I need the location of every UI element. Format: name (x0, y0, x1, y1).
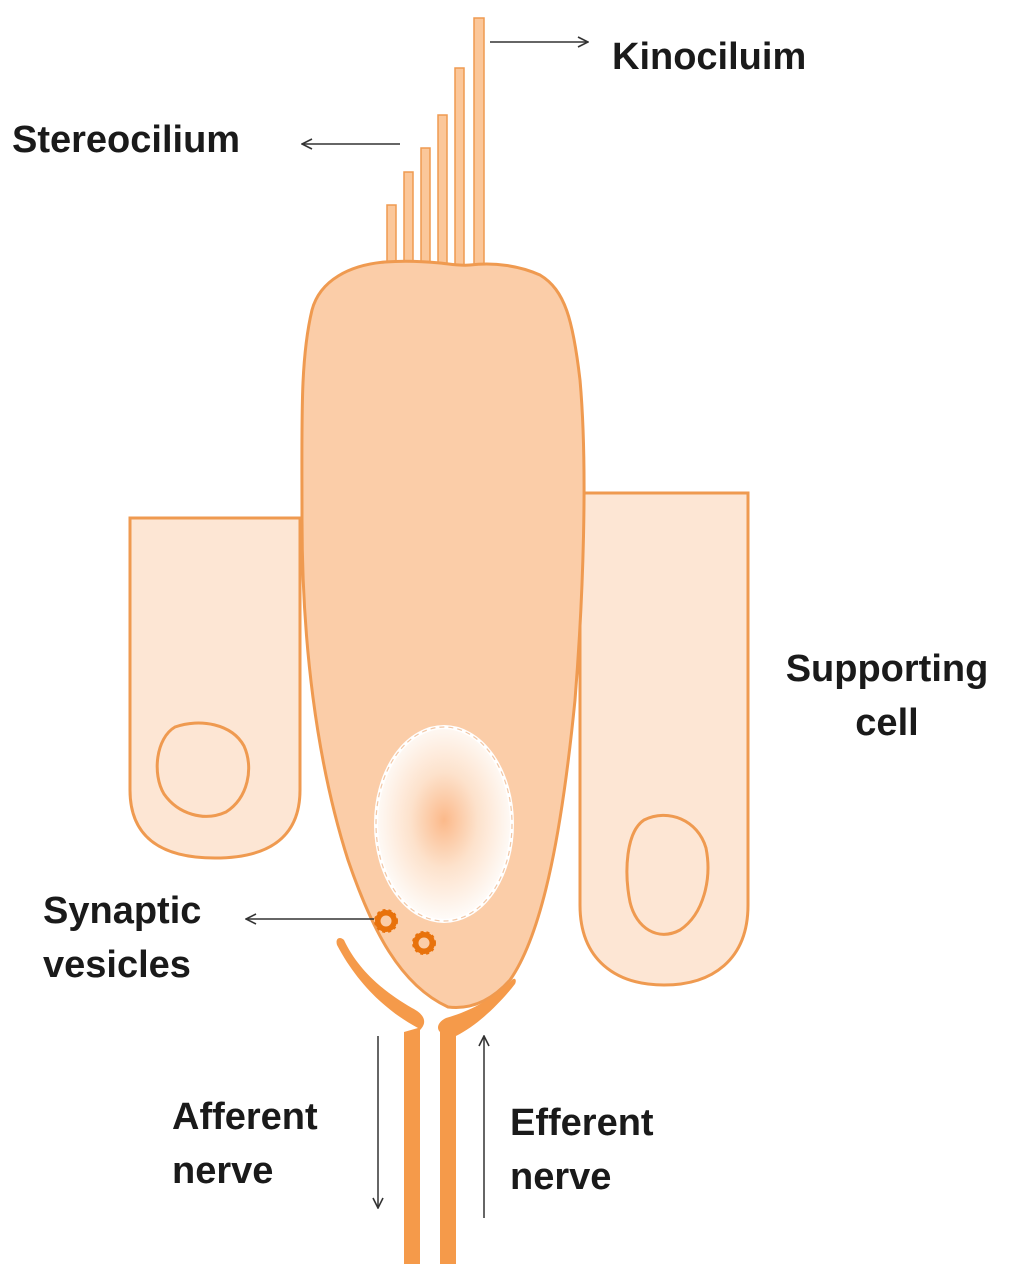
hair-cell-nucleus (374, 725, 514, 923)
synaptic-vesicle-2 (412, 931, 436, 955)
afferent-nerve-terminal (336, 937, 425, 1264)
supporting-cell-right-nucleus (625, 813, 710, 936)
stereocilium-5 (454, 67, 465, 268)
stereocilium-2 (403, 171, 414, 268)
supporting-cell-left-nucleus (155, 721, 251, 818)
label-stereocilium: Stereocilium (12, 119, 241, 161)
efferent-nerve-terminal (438, 978, 516, 1264)
label-supporting-cell: Supporting cell (785, 648, 989, 744)
label-efferent-nerve: Efferent nerve (510, 1102, 654, 1198)
label-kinocilium: Kinociluim (612, 36, 807, 78)
hair-cell-nucleus-outline (375, 726, 513, 922)
stereocilium-4 (437, 114, 448, 268)
kinocilium (473, 17, 485, 268)
label-afferent-nerve: Afferent nerve (172, 1096, 318, 1192)
synaptic-vesicle-1 (374, 909, 398, 933)
cilia-bundle (386, 17, 485, 268)
stereocilium-1 (386, 204, 397, 268)
label-synaptic-vesicles: Synaptic vesicles (43, 890, 202, 986)
stereocilium-3 (420, 147, 431, 268)
